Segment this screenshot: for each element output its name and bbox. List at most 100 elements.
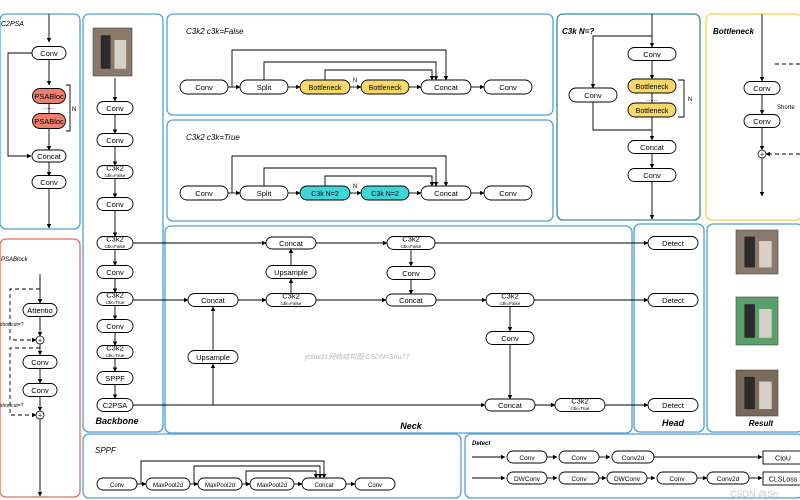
photo-result-3 — [735, 369, 779, 417]
head-detect-3-label: Detect — [662, 401, 685, 410]
neck-upsample-2-label: Upsample — [274, 268, 308, 277]
psa-plus-2 — [35, 410, 45, 420]
bn-conv-2 — [743, 114, 781, 128]
c3k2t-split-label: Split — [257, 189, 273, 198]
bn-conv-1 — [743, 81, 781, 95]
panel-psablock — [0, 238, 81, 498]
c3k-branch — [590, 35, 652, 89]
psa-shortcut-label-2: shortcut=? — [0, 403, 24, 409]
c3k-n-label: N — [688, 97, 692, 103]
photo-result-2-figure-2 — [759, 309, 772, 338]
det-conv-4 — [656, 471, 698, 485]
bb-conv-5-label: Conv — [106, 322, 124, 331]
c3k2f-bottleneck-2 — [360, 79, 410, 95]
c3k2f-bottleneck-1-label: Bottleneck — [309, 85, 342, 92]
det-conv-3-label: Conv — [571, 476, 587, 483]
bb-c3k2-3-label: C3k2 — [106, 291, 124, 300]
sppf-concat — [301, 477, 347, 491]
panel-bottleneck — [705, 13, 800, 221]
c2psa-concat — [31, 149, 67, 163]
panel-backbone-title: Backbone — [95, 416, 138, 426]
c3k-conv-side — [568, 87, 618, 103]
sppf-conv-1 — [96, 477, 138, 491]
photo-result-2-figure — [744, 304, 755, 338]
sppf-maxpool-3 — [249, 477, 295, 491]
panel-c3k2-true-title: C3k2 c3k=True — [186, 133, 240, 142]
det-ciou — [762, 450, 800, 465]
c3k2t-concat-label: Concat — [434, 189, 459, 198]
c2psa-psabloc-2-label: PSABloc — [34, 117, 64, 126]
panel-neck — [164, 225, 633, 434]
det-conv-3 — [558, 471, 600, 485]
head-detect-1-label: Detect — [662, 239, 685, 248]
c3k2f-conv-1-label: Conv — [195, 83, 213, 92]
bn-plus — [757, 149, 767, 159]
panel-c2psa — [0, 13, 81, 230]
bn-shortcut-label: Shorte — [777, 105, 795, 111]
det-conv-4-label: Conv — [669, 476, 685, 483]
bb-c2psa — [96, 398, 134, 412]
neck-concat-1 — [187, 293, 239, 307]
neck-c3k2-3-label: C3k2 — [501, 292, 519, 301]
c3k-conv-1 — [627, 47, 677, 61]
neck-conv-1 — [386, 266, 436, 280]
panel-head — [633, 223, 705, 433]
bb-c3k2-2-label: C3k2 — [106, 235, 124, 244]
neck-concat-1-label: Concat — [201, 296, 226, 305]
photo-result-3-figure — [744, 376, 755, 410]
psa-shortcut-2 — [9, 347, 40, 418]
bb-conv-3 — [96, 197, 134, 211]
panel-detect-title: Detect — [472, 441, 491, 447]
c2psa-conv-1 — [31, 46, 67, 60]
c3k-bottleneck-1-label: Bottleneck — [636, 84, 669, 91]
bb-conv-3-label: Conv — [106, 200, 124, 209]
neck-concat-2-label: Concat — [279, 239, 304, 248]
psa-conv-1 — [22, 355, 58, 369]
sppf-maxpool-2 — [197, 477, 243, 491]
panel-result-title: Result — [749, 419, 774, 428]
psa-plus-1-label: + — [38, 338, 42, 345]
neck-c3k2-4-label: C3k2 — [571, 397, 589, 406]
panel-c3k-title: C3k N=? — [562, 27, 594, 36]
c2psa-concat-label: Concat — [37, 152, 62, 161]
det-dwconv-2 — [606, 471, 648, 485]
panel-detect — [464, 433, 800, 499]
neck-c3k2-2-label: C3k2 — [402, 235, 420, 244]
watermark-text: yolov11网络结构图 CSDN=Snu77 — [304, 353, 411, 361]
bb-c3k2-3 — [96, 292, 134, 306]
panel-psablock-title: PSABlock — [1, 257, 29, 263]
c3k2f-skip-3 — [324, 69, 435, 81]
det-conv2d-1 — [611, 450, 655, 464]
c3k2f-conv-1 — [179, 79, 229, 95]
bb-conv-4-label: Conv — [106, 268, 124, 277]
c3k2t-conv-1-label: Conv — [195, 189, 213, 198]
c3k-concat-label: Concat — [640, 143, 665, 152]
panel-c3k — [556, 13, 701, 221]
psa-conv-2 — [22, 383, 58, 397]
neck-concat-4-label: Concat — [498, 401, 523, 410]
det-ciou-label: CIoU — [775, 455, 791, 462]
psa-conv-1-label: Conv — [31, 358, 49, 367]
det-conv2d-1-label: Conv2d — [622, 455, 645, 462]
bb-c3k2-1 — [96, 165, 134, 179]
neck-concat-2 — [265, 236, 317, 250]
c2psa-conv-2 — [31, 175, 67, 189]
photo-result-1-figure — [744, 236, 755, 268]
sppf-conv-2-label: Conv — [368, 483, 382, 489]
neck-c3k2-3-sub: c3k=False — [500, 301, 521, 306]
head-detect-2 — [647, 293, 699, 307]
photo-input-figure — [100, 35, 111, 69]
c3k-side-out — [592, 102, 652, 131]
det-conv2d-2-label: Conv2d — [717, 476, 740, 483]
det-dwconv-1-label: DWConv — [514, 476, 541, 483]
bb-c3k2-1-sub: c3k=False — [105, 173, 126, 178]
sppf-maxpool-3-label: MaxPool2d — [257, 483, 287, 489]
c3k2t-n-label: N — [353, 184, 357, 190]
c2psa-psabloc-1-label: PSABloc — [34, 92, 64, 101]
head-detect-3 — [647, 398, 699, 412]
bb-c3k2-2-sub: c3k=False — [105, 244, 126, 249]
psa-conv-2-label: Conv — [31, 386, 49, 395]
psa-shortcut-label-1: shortcut=? — [0, 322, 24, 328]
bb-sppf — [96, 371, 134, 385]
